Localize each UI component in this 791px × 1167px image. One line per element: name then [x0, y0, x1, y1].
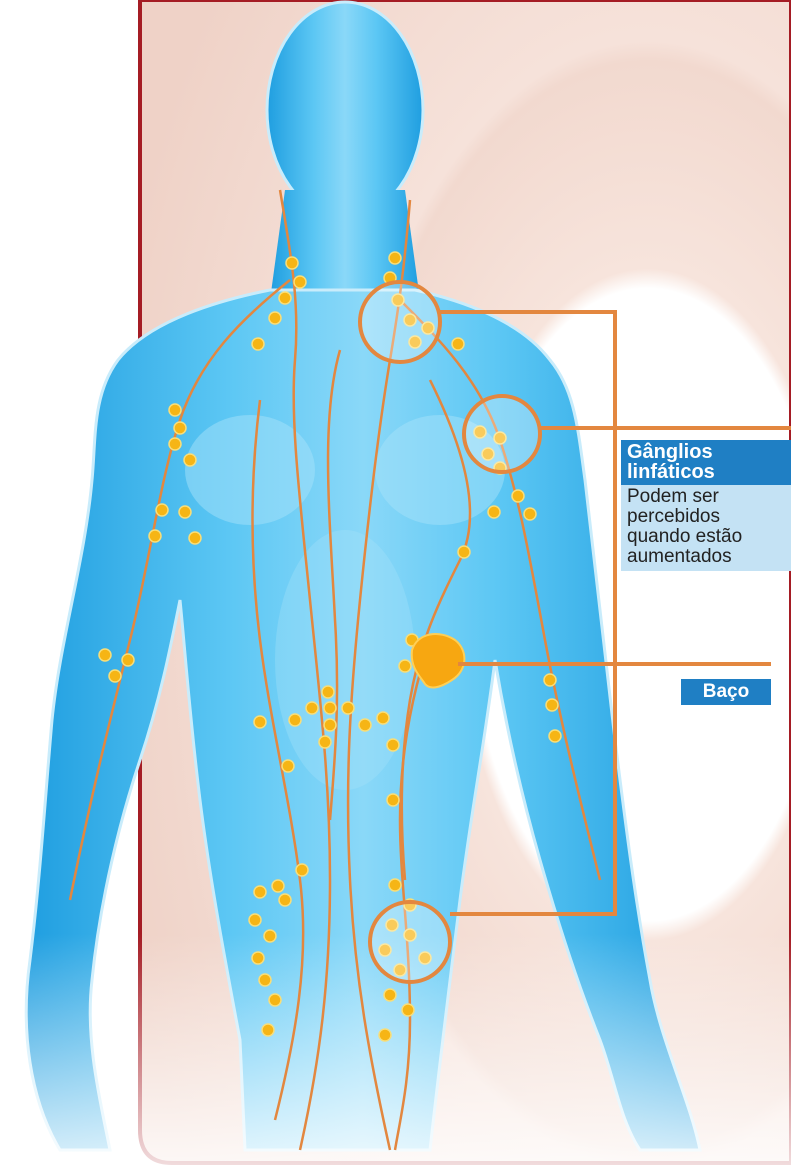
label-title-line: Gânglios [627, 442, 783, 462]
spleen-label: Baço [681, 679, 771, 705]
lymph-nodes-label: Gânglios linfáticos Podem ser percebidos… [621, 440, 791, 571]
label-title-line: linfáticos [627, 462, 783, 482]
label-desc-line: quando estão [627, 527, 783, 547]
lymph-nodes-label-description: Podem ser percebidos quando estão aument… [621, 485, 791, 571]
label-desc-line: aumentados [627, 547, 783, 567]
label-desc-line: percebidos [627, 507, 783, 527]
lymph-nodes-label-title: Gânglios linfáticos [621, 440, 791, 485]
label-desc-line: Podem ser [627, 487, 783, 507]
